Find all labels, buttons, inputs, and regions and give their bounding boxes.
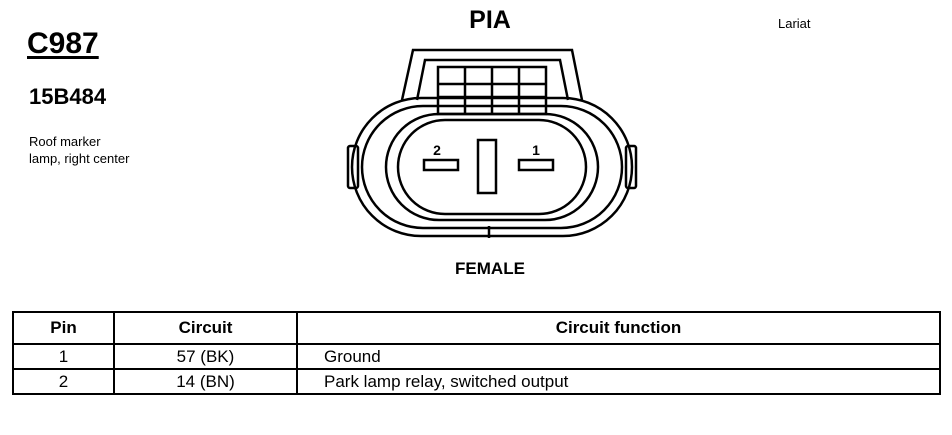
cavity-frame: [396, 118, 588, 216]
right-side-tab: [624, 144, 638, 190]
inner-shell: [384, 112, 600, 222]
table-header-row: Pin Circuit Circuit function: [12, 311, 941, 345]
harness-title: PIA: [469, 6, 511, 34]
cell-circuit: 57 (BK): [113, 343, 298, 370]
gender-label: FEMALE: [455, 259, 525, 278]
description-line-2: lamp, right center: [29, 151, 130, 166]
middle-shell: [360, 104, 624, 230]
left-side-tab: [346, 144, 360, 190]
connector-description: Roof marker lamp, right center: [29, 133, 209, 167]
outer-shell: [350, 96, 634, 238]
description-line-1: Roof marker: [29, 134, 101, 149]
center-key: [476, 138, 498, 195]
variant-label: Lariat: [778, 16, 811, 31]
pin-1-label: 1: [532, 142, 540, 158]
pin-2-terminal: [422, 158, 460, 172]
cell-pin: 2: [12, 368, 115, 395]
cell-function: Ground: [296, 343, 941, 370]
latch-housing-outer: [400, 48, 584, 101]
header-pin: Pin: [12, 311, 115, 345]
part-number: 15B484: [29, 84, 107, 109]
table-row: 2 14 (BN) Park lamp relay, switched outp…: [12, 368, 941, 395]
cell-function: Park lamp relay, switched output: [296, 368, 941, 395]
header-circuit: Circuit: [113, 311, 298, 345]
pin-1-terminal: [517, 158, 555, 172]
cell-circuit: 14 (BN): [113, 368, 298, 395]
pin-2-label: 2: [433, 142, 441, 158]
latch-housing-inner: [415, 58, 570, 101]
pin-table: Pin Circuit Circuit function 1 57 (BK) G…: [12, 311, 941, 395]
connector-face-diagram: 2 1: [346, 48, 638, 238]
connector-id: C987: [27, 27, 99, 60]
header-function: Circuit function: [296, 311, 941, 345]
cell-pin: 1: [12, 343, 115, 370]
table-row: 1 57 (BK) Ground: [12, 343, 941, 370]
